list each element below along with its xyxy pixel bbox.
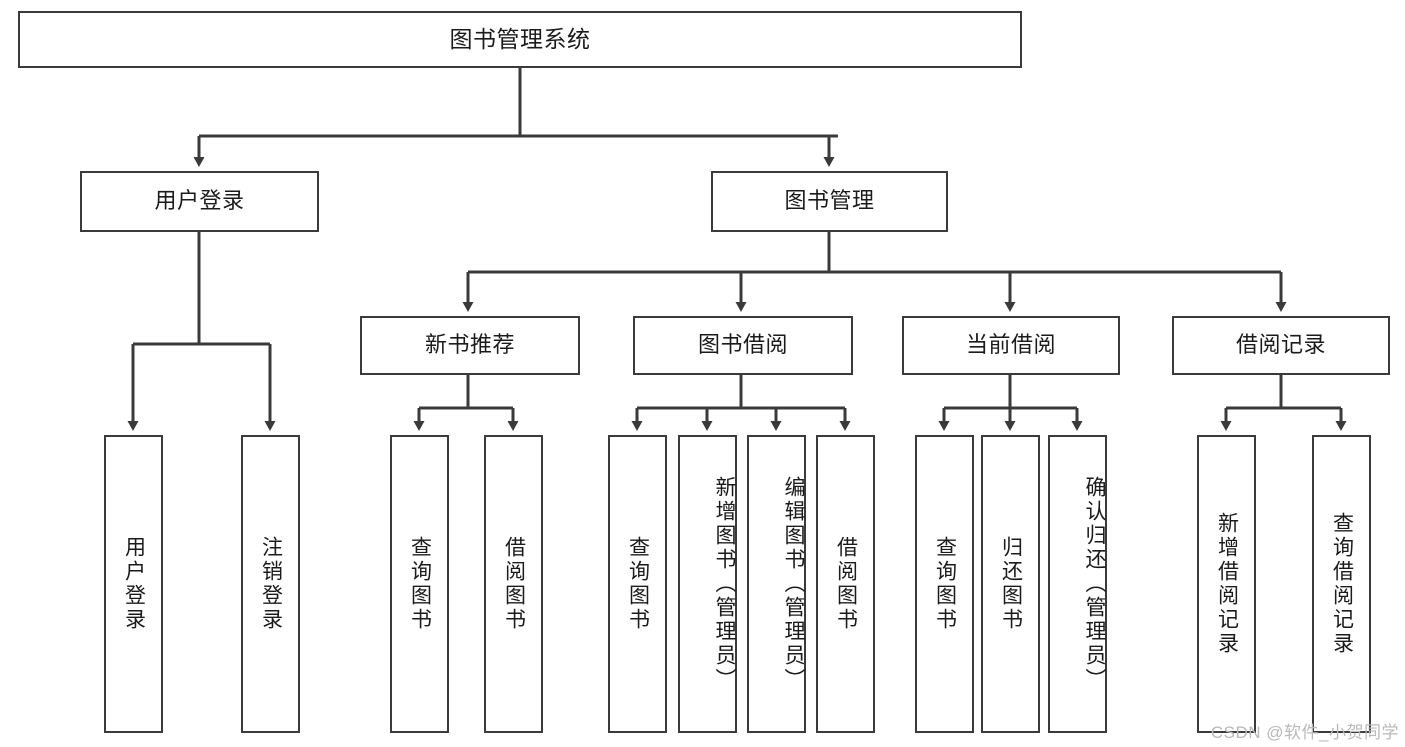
leaf-borrow-record-add-record[interactable]: 新增借阅记录 [1197, 435, 1256, 733]
node-user-login[interactable]: 用户登录 [80, 171, 319, 232]
node-label: 图书管理 [784, 188, 875, 214]
leaf-user-login-login[interactable]: 用户登录 [104, 435, 163, 733]
node-label: 新增借阅记录 [1215, 512, 1239, 656]
node-new-book-recommend[interactable]: 新书推荐 [360, 316, 580, 375]
node-label: 查询借阅记录 [1330, 512, 1354, 656]
node-label: 借阅图书 [502, 536, 526, 632]
node-book-borrow[interactable]: 图书借阅 [633, 316, 853, 375]
node-borrow-record[interactable]: 借阅记录 [1172, 316, 1390, 375]
node-label: 查询图书 [933, 536, 957, 632]
leaf-current-borrow-confirm-return-admin[interactable]: 确认归还（管理员） [1048, 435, 1107, 733]
leaf-book-borrow-query-book[interactable]: 查询图书 [608, 435, 667, 733]
node-label: 编辑图书（管理员） [782, 476, 805, 692]
node-label: 注销登录 [259, 536, 283, 632]
node-label: 图书借阅 [697, 332, 788, 358]
node-label: 用户登录 [154, 188, 245, 214]
node-label: 借阅记录 [1235, 332, 1326, 358]
node-label: 查询图书 [408, 536, 432, 632]
leaf-current-borrow-query-book[interactable]: 查询图书 [915, 435, 974, 733]
node-label: 查询图书 [626, 536, 650, 632]
node-label: 新书推荐 [424, 332, 515, 358]
node-label: 用户登录 [122, 536, 146, 632]
leaf-book-borrow-borrow-book[interactable]: 借阅图书 [816, 435, 875, 733]
node-book-management[interactable]: 图书管理 [711, 171, 948, 232]
leaf-user-login-logout[interactable]: 注销登录 [241, 435, 300, 733]
leaf-book-borrow-add-book-admin[interactable]: 新增图书（管理员） [678, 435, 737, 733]
leaf-current-borrow-return-book[interactable]: 归还图书 [981, 435, 1040, 733]
leaf-new-book-borrow-book[interactable]: 借阅图书 [484, 435, 543, 733]
node-root-book-management-system[interactable]: 图书管理系统 [18, 11, 1022, 68]
node-label: 确认归还（管理员） [1083, 476, 1106, 692]
node-label: 新增图书（管理员） [713, 476, 736, 692]
csdn-watermark: CSDN @软件_小贺同学 [1210, 723, 1399, 742]
leaf-book-borrow-edit-book-admin[interactable]: 编辑图书（管理员） [747, 435, 806, 733]
node-current-borrow[interactable]: 当前借阅 [902, 316, 1120, 375]
node-label: 借阅图书 [834, 536, 858, 632]
leaf-new-book-query-book[interactable]: 查询图书 [390, 435, 449, 733]
node-label: 归还图书 [999, 536, 1023, 632]
node-label: 图书管理系统 [449, 25, 591, 52]
node-label: 当前借阅 [965, 332, 1056, 358]
leaf-borrow-record-query-record[interactable]: 查询借阅记录 [1312, 435, 1371, 733]
